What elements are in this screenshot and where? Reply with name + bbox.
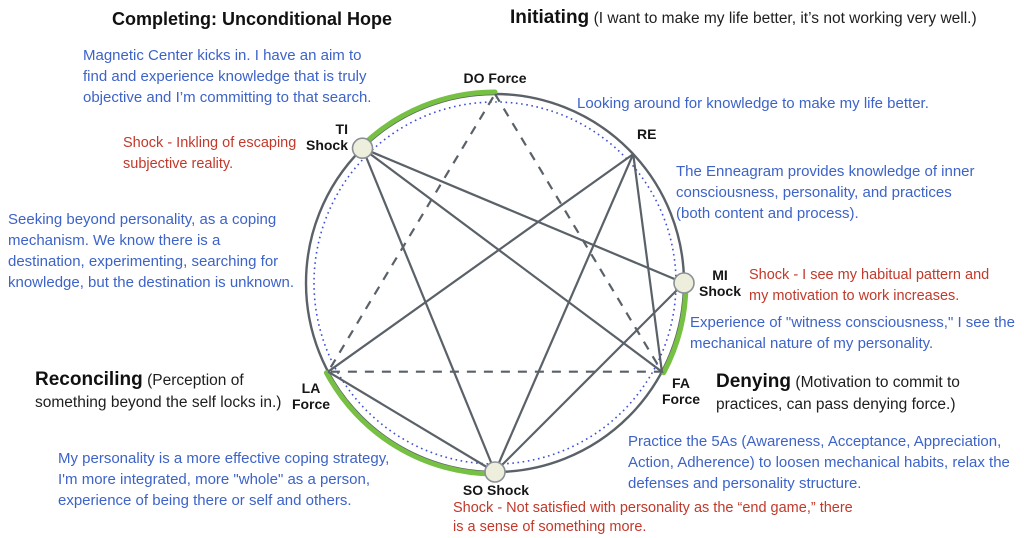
text-line: LA [301,380,321,396]
text-line: Shock [305,137,348,153]
annotation-seeking-beyond: Seeking beyond personality, as a coping m… [8,209,294,293]
denying-heading-text: Denying [716,371,791,392]
annotation-so-shock: Shock - Not satisfied with personality a… [453,499,853,537]
initiating-heading-note: (I want to make my life better, it’s not… [593,10,977,27]
text-line: (both content and process). [676,205,859,222]
text-line: knowledge, but the destination is unknow… [8,274,295,291]
annotation-magnetic-center: Magnetic Center kicks in. I have an aim … [83,45,371,108]
annotation-witness-consciousness: Experience of "witness consciousness," I… [690,312,1015,354]
annotation-personality-coping: My personality is a more effective copin… [58,448,389,511]
mi-shock-node [673,272,695,294]
so-shock-node [484,461,506,483]
reconciling-heading: Reconciling (Perception of something bey… [35,369,281,414]
text-line: mechanical nature of my personality. [690,335,934,352]
shock-point-nodes [351,137,695,483]
text-line: Action, Adherence) to loosen mechanical … [628,454,1010,471]
text-line: Shock - Not satisfied with personality a… [453,500,853,516]
text-line: Force [291,396,331,412]
line-mi-so [494,282,685,473]
ti-shock-node [351,137,374,159]
text-line: consciousness, personality, and practice… [676,184,952,201]
initiating-heading: Initiating (I want to make my life bette… [510,7,977,29]
text-line: is a sense of something more. [453,519,647,535]
text-line: my motivation to work increases. [749,288,960,304]
annotation-enneagram-provides: The Enneagram provides knowledge of inne… [676,161,975,224]
text-line: destination, experimenting, searching fo… [8,253,279,270]
completing-heading: Completing: Unconditional Hope [112,9,392,30]
dashed-triangle-do-fa-la [326,91,664,373]
reconciling-heading-text: Reconciling [35,369,143,390]
arc-la-to-so [323,370,498,477]
text-line: The Enneagram provides knowledge of inne… [676,163,975,180]
arc-ti-to-do [358,89,498,150]
text-line: experience of being there or self and ot… [58,492,352,509]
text-line: Magnetic Center kicks in. I have an aim … [83,47,362,64]
text-line: Experience of "witness consciousness," I… [690,314,1015,331]
annotation-practice-5as: Practice the 5As (Awareness, Acceptance,… [628,431,1010,494]
text-line: find and experience knowledge that is tr… [83,68,367,85]
do-force-label: DO Force [463,70,527,86]
line-la-so [327,370,496,473]
text-line: Seeking beyond personality, as a coping [8,211,277,228]
text-line: Practice the 5As (Awareness, Acceptance,… [628,433,1002,450]
text-line: objective and I’m committing to that sea… [83,89,372,106]
line-ti-fa [361,147,663,373]
line-re-fa [632,153,663,372]
denying-heading: Denying (Motivation to commit to practic… [716,371,960,416]
line-re-la [327,153,634,373]
completing-heading-text: Completing: Unconditional Hope [112,9,392,29]
line-ti-so [361,147,497,473]
text-line: Shock [698,283,741,299]
solid-inner-lines [327,147,685,473]
text-line: defenses and personality structure. [628,475,862,492]
text-line: MI [712,267,728,283]
denying-heading-note-2: practices, can pass denying force.) [716,396,956,413]
so-shock-label: SO Shock [462,482,530,498]
reconciling-heading-note-2: something beyond the self locks in.) [35,394,282,411]
line-re-so [493,153,635,473]
text-line: Shock - I see my habitual pattern and [749,267,990,283]
re-label: RE [637,126,657,142]
annotation-looking-around: Looking around for knowledge to make my … [577,93,929,114]
initiating-heading-text: Initiating [510,7,590,28]
annotation-ti-shock: Shock - Inkling of escaping subjective re… [123,133,296,175]
text-line: My personality is a more effective copin… [58,450,390,467]
text-line: FA [672,375,690,391]
text-line: Looking around for knowledge to make my … [577,95,929,112]
text-line: TI [335,121,348,137]
text-line: Shock - Inkling of escaping [123,135,297,151]
text-line: I'm more integrated, more "whole" as a p… [58,471,370,488]
green-interval-arcs [323,89,689,477]
annotation-mi-shock: Shock - I see my habitual pattern and my … [749,265,989,307]
reconciling-heading-note-1: (Perception of [147,372,244,389]
text-line: mechanism. We know there is a [8,232,221,249]
text-line: subjective reality. [123,156,234,172]
denying-heading-note-1: (Motivation to commit to [795,374,960,391]
line-ti-mi [362,147,685,285]
text-line: Force [661,391,701,407]
